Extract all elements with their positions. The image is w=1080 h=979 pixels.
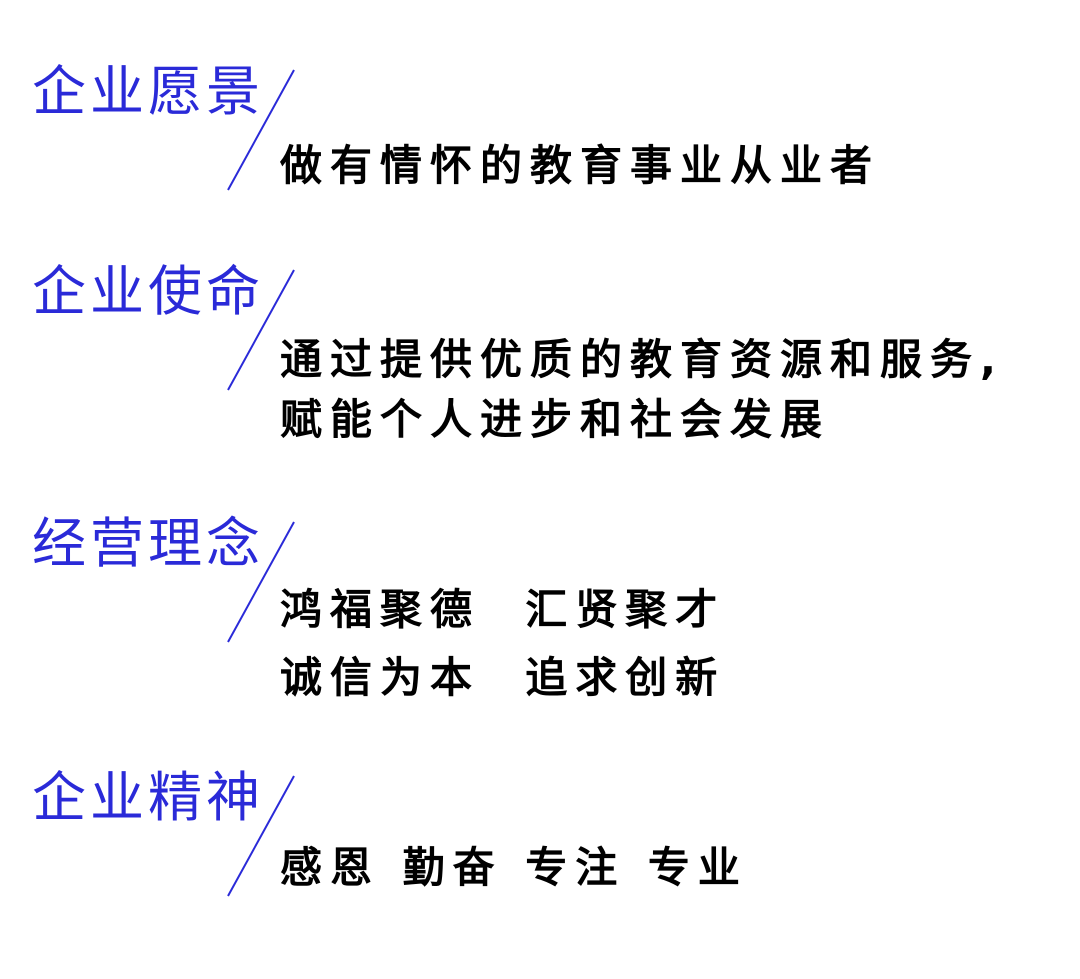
section-heading: 企业精神	[32, 766, 264, 829]
divider-slash	[227, 775, 295, 897]
divider-slash	[227, 521, 295, 643]
section-heading: 企业使命	[32, 260, 264, 323]
section-line: 通过提供优质的教育资源和服务,	[280, 335, 1004, 384]
section-heading: 经营理念	[32, 512, 264, 575]
section-heading: 企业愿景	[32, 60, 264, 123]
section-line: 鸿福聚德 汇贤聚才	[280, 585, 726, 634]
section-line: 诚信为本 追求创新	[280, 653, 726, 702]
section-line: 感恩 勤奋 专注 专业	[280, 843, 748, 892]
divider-slash	[227, 269, 295, 391]
section-line: 做有情怀的教育事业从业者	[280, 141, 881, 190]
divider-slash	[227, 69, 295, 191]
section-line: 赋能个人进步和社会发展	[280, 395, 831, 444]
